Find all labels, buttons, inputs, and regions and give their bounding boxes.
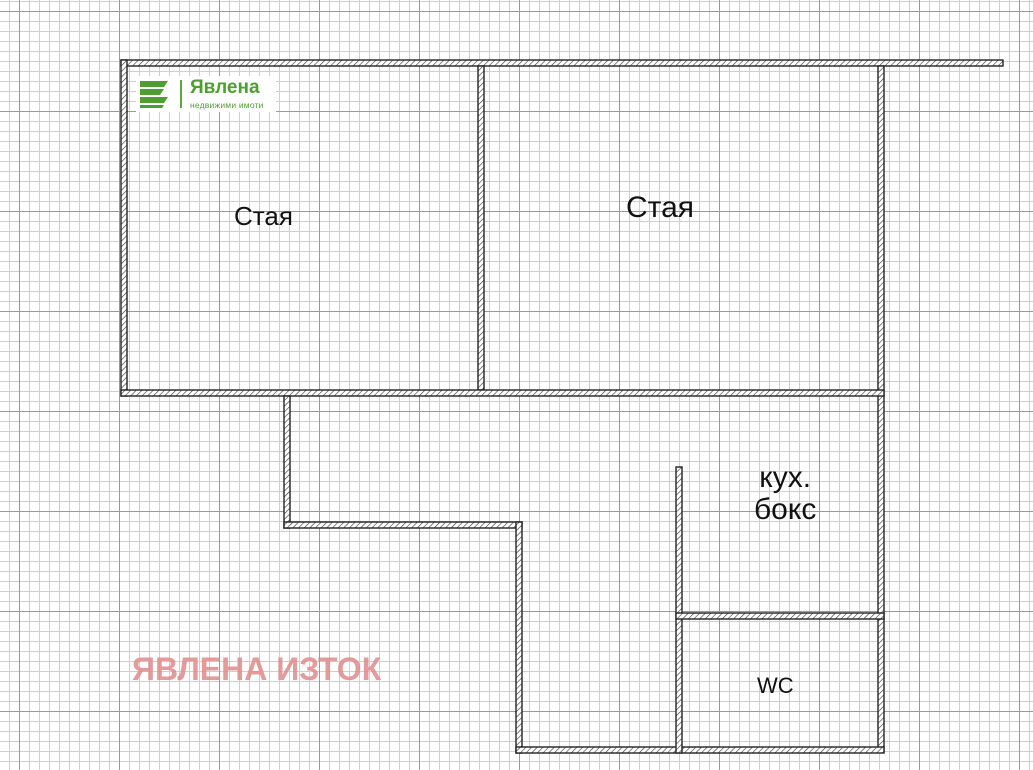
kitchen-label-line-2: бокс [754,492,817,526]
wall-corridor-step [283,521,523,529]
wall-corridor-left [283,395,291,529]
logo-name: Явлена [190,77,260,98]
wall-lower-left [515,521,523,754]
wall-outer-top [120,59,1004,67]
company-logo: Явлена недвижими имоти [136,76,276,112]
room-label-wc: WC [757,673,794,698]
wall-outer-left [120,59,128,397]
room-label-1: Стая [234,201,293,231]
wall-outer-bottom [515,746,885,754]
logo-subtitle: недвижими имоти [190,100,264,110]
room-label-2: Стая [626,191,694,224]
wall-kitchen-wc-divider [675,466,683,754]
kitchen-label-line-1: кух. [759,461,812,494]
wall-outer-right [877,65,885,753]
room-label-kitchen: кух. бокс [754,462,816,525]
wall-room-divider [477,65,485,391]
logo-divider [180,80,182,108]
wall-rooms-bottom [120,389,885,397]
walls [120,59,1004,754]
wall-wc-top [675,612,885,620]
watermark: ЯВЛЕНА ИЗТОК [132,651,382,687]
logo-mark-icon [140,81,168,108]
